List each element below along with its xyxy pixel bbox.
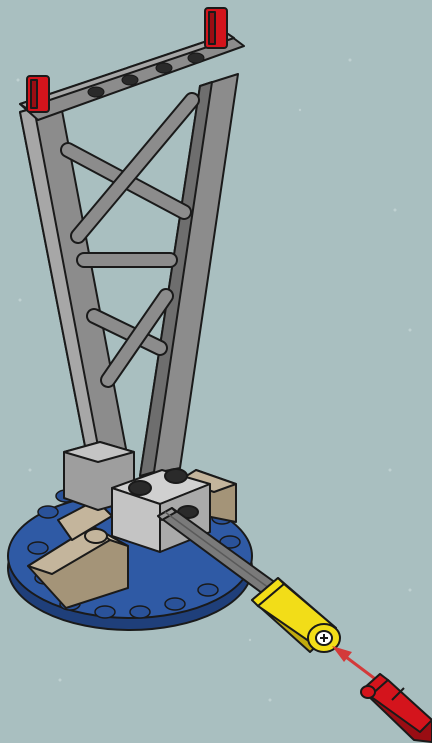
red-pin-left — [27, 76, 49, 112]
red-pin-right — [205, 8, 227, 48]
